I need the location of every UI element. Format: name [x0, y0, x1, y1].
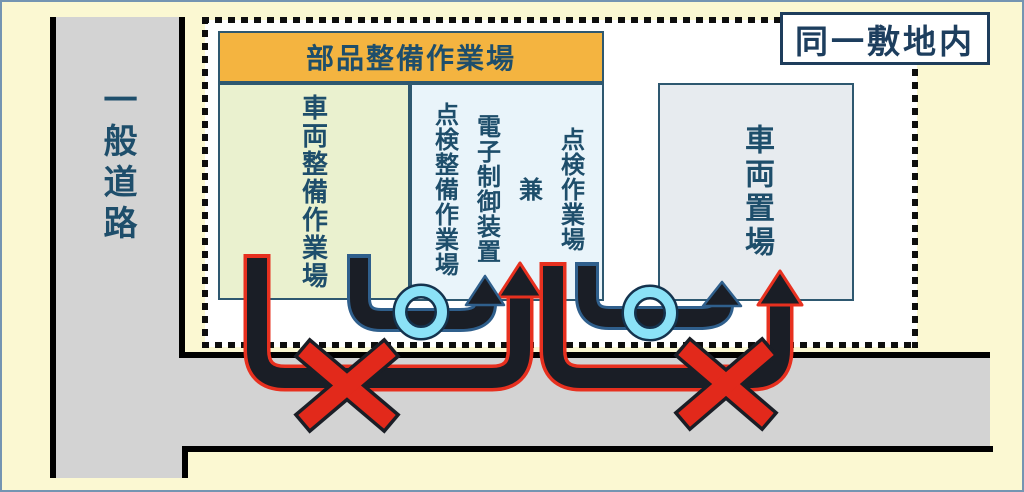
- road-edge-right: [179, 17, 185, 354]
- inspection-workshop-col-3: 電子制御装置: [472, 114, 500, 264]
- inspection-workshop-col-1: 点検作業場: [556, 126, 584, 252]
- road-edge-bottom: [182, 446, 993, 452]
- vehicle-workshop-box: 車両整備作業場: [218, 83, 410, 300]
- vehicle-storage-box: 車両置場: [658, 83, 854, 301]
- inspection-workshop-box: 点検作業場 兼 電子制御装置 点検整備作業場: [410, 83, 604, 301]
- inspection-workshop-col-2: 兼: [514, 176, 542, 202]
- public-road-horizontal: [185, 352, 990, 452]
- road-edge-top: [179, 352, 990, 358]
- site-name-label: 同一敷地内: [780, 12, 990, 65]
- site-boundary-right: [912, 17, 918, 348]
- site-boundary-bottom: [202, 342, 912, 348]
- public-road-label: 一般道路: [98, 82, 136, 246]
- site-boundary-left: [202, 17, 208, 348]
- vehicle-storage-label: 車両置場: [740, 124, 773, 260]
- inspection-workshop-col-4: 点検整備作業場: [430, 101, 458, 277]
- parts-workshop-header: 部品整備作業場: [218, 31, 604, 83]
- vehicle-workshop-label: 車両整備作業場: [298, 93, 329, 290]
- site-boundary-top: [202, 17, 918, 23]
- road-edge-left: [50, 17, 56, 478]
- road-edge-cap: [182, 446, 188, 478]
- public-road-vertical: [50, 17, 185, 478]
